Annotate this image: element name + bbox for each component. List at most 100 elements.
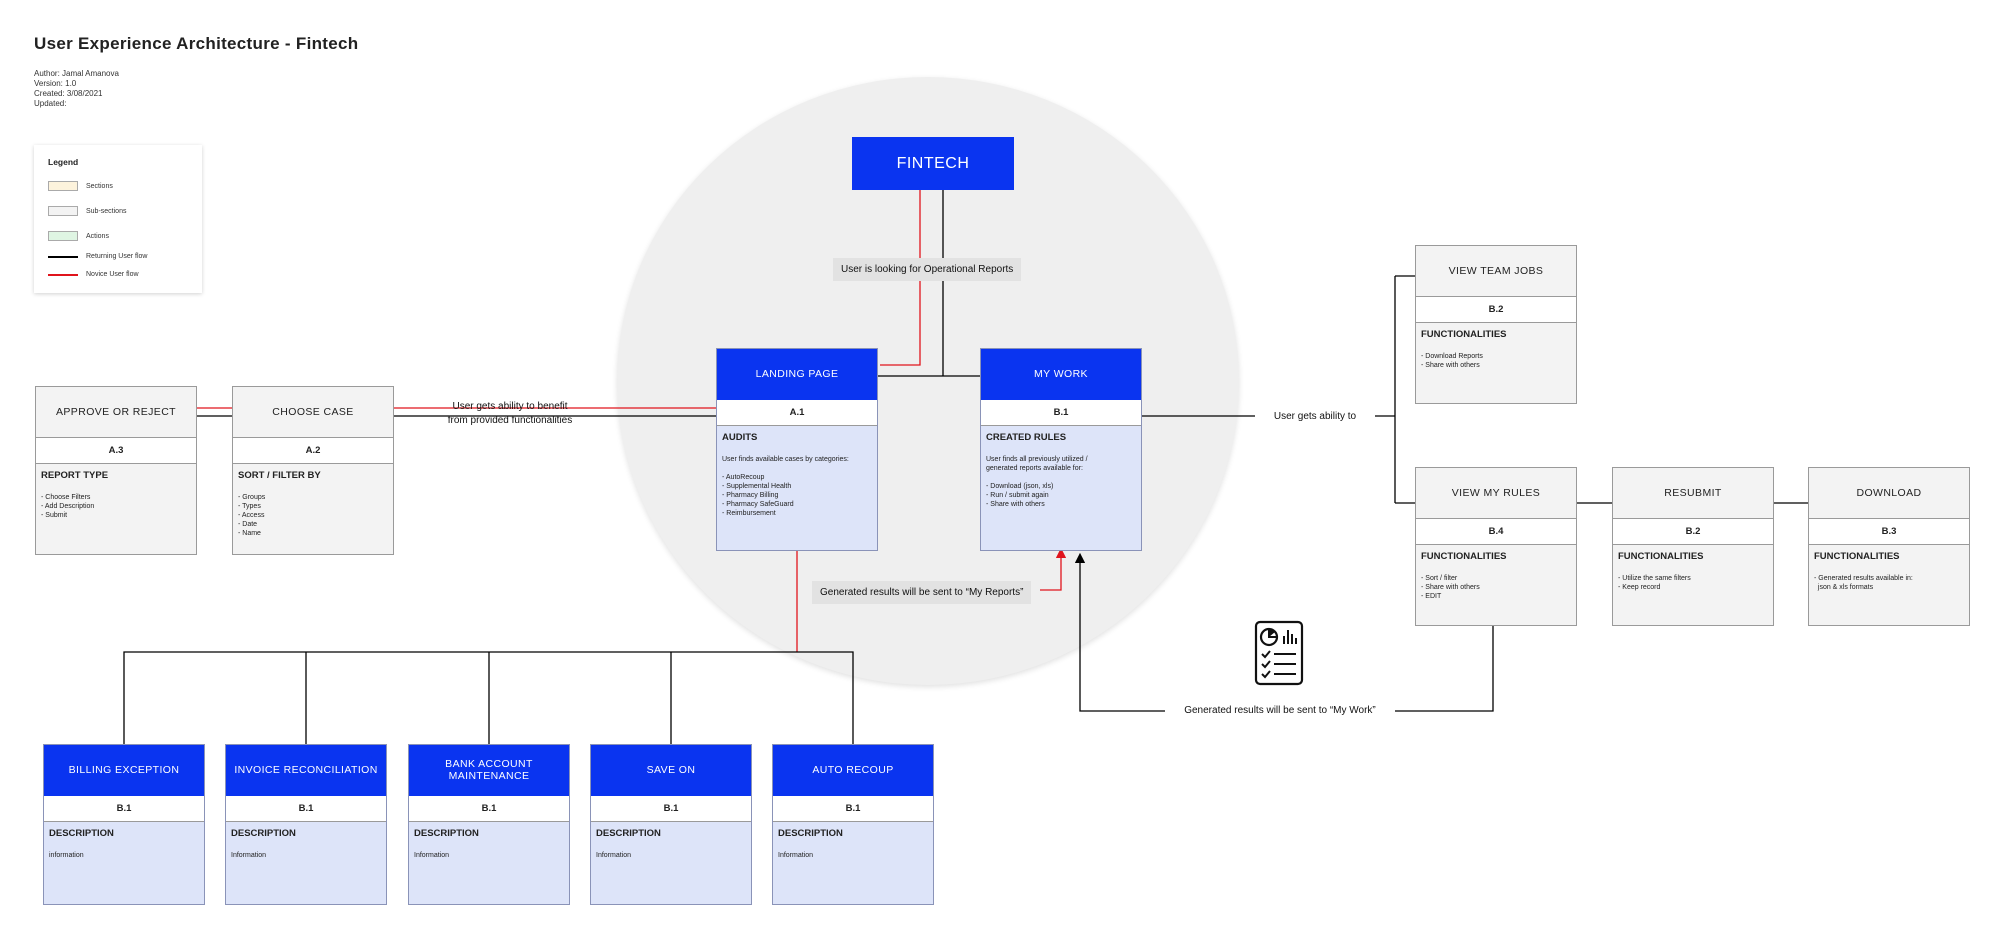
meta-updated: Updated:	[34, 99, 67, 108]
legend-swatch-subsections	[48, 206, 78, 216]
card-body-title: DESCRIPTION	[231, 828, 296, 839]
card-body-title: FUNCTIONALITIES	[1618, 551, 1704, 562]
label-ability-to: User gets ability to	[1255, 410, 1375, 424]
card-body: FUNCTIONALITIES - Generated results avai…	[1809, 545, 1969, 625]
legend-line-red	[48, 273, 78, 276]
legend: Legend Sections Sub-sections Actions Ret…	[34, 145, 202, 293]
card-text: Information	[231, 852, 267, 859]
page-title: User Experience Architecture - Fintech	[34, 34, 359, 53]
card-text: - Download Reports	[1421, 353, 1483, 360]
card-body: DESCRIPTION information	[44, 822, 204, 904]
card-code: B.1	[981, 400, 1141, 426]
card-title[interactable]: LANDING PAGE	[717, 349, 877, 400]
card-resubmit[interactable]: RESUBMIT B.2 FUNCTIONALITIES - Utilize t…	[1612, 467, 1774, 626]
report-icon	[1254, 620, 1304, 686]
card-text: - Pharmacy SafeGuard	[722, 501, 794, 508]
card-bank-account-maintenance[interactable]: BANK ACCOUNT MAINTENANCE B.1 DESCRIPTION…	[408, 744, 570, 905]
label-my-work: Generated results will be sent to “My Wo…	[1165, 704, 1395, 718]
meta-author: Author: Jamal Amanova	[34, 69, 119, 78]
card-text: - Share with others	[1421, 584, 1480, 591]
card-text: - Access	[238, 512, 265, 519]
card-code: A.1	[717, 400, 877, 426]
card-save-on[interactable]: SAVE ON B.1 DESCRIPTION Information	[590, 744, 752, 905]
card-text: - Add Description	[41, 503, 95, 510]
card-text: User finds available cases by categories…	[722, 456, 849, 463]
legend-label: Actions	[86, 232, 109, 240]
card-body: AUDITS User finds available cases by cat…	[717, 426, 877, 550]
card-text: - EDIT	[1421, 593, 1442, 600]
card-text: - Keep record	[1618, 584, 1661, 591]
card-invoice-reconciliation[interactable]: INVOICE RECONCILIATION B.1 DESCRIPTION I…	[225, 744, 387, 905]
flow-back-to-mywork	[1074, 552, 1165, 712]
card-view-my-rules[interactable]: VIEW MY RULES B.4 FUNCTIONALITIES - Sort…	[1415, 467, 1577, 626]
card-title[interactable]: VIEW MY RULES	[1416, 468, 1576, 519]
card-body-title: REPORT TYPE	[41, 470, 109, 481]
card-body: REPORT TYPE - Choose Filters - Add Descr…	[36, 464, 196, 554]
card-text: Information	[596, 852, 632, 859]
flow-novice-fintech-landing	[880, 190, 921, 366]
card-title[interactable]: DOWNLOAD	[1809, 468, 1969, 519]
card-code: B.3	[1809, 519, 1969, 545]
card-text: - Pharmacy Billing	[722, 492, 779, 499]
card-body: DESCRIPTION Information	[226, 822, 386, 904]
legend-label: Sections	[86, 182, 113, 190]
card-body: SORT / FILTER BY - Groups - Types - Acce…	[233, 464, 393, 554]
card-body-title: DESCRIPTION	[49, 828, 114, 839]
card-text: - Reimbursement	[722, 510, 776, 517]
meta-created: Created: 3/08/2021	[34, 89, 103, 98]
legend-label: Novice User flow	[86, 271, 139, 278]
card-approve-or-reject[interactable]: APPROVE OR REJECT A.3 REPORT TYPE - Choo…	[35, 386, 197, 555]
card-title[interactable]: CHOOSE CASE	[233, 387, 393, 438]
card-my-work[interactable]: MY WORK B.1 CREATED RULES User finds all…	[980, 348, 1142, 551]
legend-line-black	[48, 255, 78, 258]
legend-label: Returning User flow	[86, 253, 148, 260]
card-text-spacer	[722, 464, 872, 473]
card-text: - Utilize the same filters	[1618, 575, 1691, 582]
card-body: DESCRIPTION Information	[773, 822, 933, 904]
card-body-title: DESCRIPTION	[414, 828, 479, 839]
card-body-title: SORT / FILTER BY	[238, 470, 321, 481]
card-title[interactable]: RESUBMIT	[1613, 468, 1773, 519]
card-title[interactable]: AUTO RECOUP	[773, 745, 933, 796]
label-operational-reports: User is looking for Operational Reports	[833, 258, 1022, 281]
meta-version: Version: 1.0	[34, 79, 77, 88]
card-text: - Run / submit again	[986, 492, 1049, 499]
card-download[interactable]: DOWNLOAD B.3 FUNCTIONALITIES - Generated…	[1808, 467, 1970, 626]
card-code: B.4	[1416, 519, 1576, 545]
fintech-root-node[interactable]: FINTECH	[852, 137, 1014, 190]
card-text: - Types	[238, 503, 261, 510]
card-title[interactable]: BILLING EXCEPTION	[44, 745, 204, 796]
card-text: - Choose Filters	[41, 494, 91, 501]
card-landing-page[interactable]: LANDING PAGE A.1 AUDITS User finds avail…	[716, 348, 878, 551]
card-body: DESCRIPTION Information	[591, 822, 751, 904]
label-benefit-line-1: User gets ability to benefit	[452, 401, 568, 412]
legend-swatch-sections	[48, 181, 78, 191]
card-title[interactable]: BANK ACCOUNT MAINTENANCE	[409, 745, 569, 796]
card-title[interactable]: APPROVE OR REJECT	[36, 387, 196, 438]
legend-title: Legend	[48, 157, 79, 167]
card-code: B.1	[409, 796, 569, 822]
card-auto-recoup[interactable]: AUTO RECOUP B.1 DESCRIPTION Information	[772, 744, 934, 905]
card-view-team-jobs[interactable]: VIEW TEAM JOBS B.2 FUNCTIONALITIES - Dow…	[1415, 245, 1577, 404]
card-text: - Sort / filter	[1421, 575, 1458, 582]
flow-myrules-back	[1395, 623, 1494, 712]
card-body: FUNCTIONALITIES - Sort / filter - Share …	[1416, 545, 1576, 625]
card-body-title: AUDITS	[722, 432, 758, 443]
card-choose-case[interactable]: CHOOSE CASE A.2 SORT / FILTER BY - Group…	[232, 386, 394, 555]
legend-subsections: Sub-sections	[48, 206, 126, 216]
card-text: json & xls formats	[1814, 584, 1874, 591]
card-text: - Download (json, xls)	[986, 483, 1054, 490]
card-code: B.1	[44, 796, 204, 822]
card-text: information	[49, 852, 84, 859]
card-title[interactable]: SAVE ON	[591, 745, 751, 796]
card-title[interactable]: VIEW TEAM JOBS	[1416, 246, 1576, 297]
card-code: B.1	[591, 796, 751, 822]
card-body-title: FUNCTIONALITIES	[1421, 329, 1507, 340]
card-text: generated reports available for:	[986, 465, 1083, 472]
card-title[interactable]: MY WORK	[981, 349, 1141, 400]
label-my-reports: Generated results will be sent to “My Re…	[812, 581, 1032, 604]
legend-label: Sub-sections	[86, 207, 127, 215]
card-billing-exception[interactable]: BILLING EXCEPTION B.1 DESCRIPTION inform…	[43, 744, 205, 905]
card-body-title: FUNCTIONALITIES	[1421, 551, 1507, 562]
card-title[interactable]: INVOICE RECONCILIATION	[226, 745, 386, 796]
